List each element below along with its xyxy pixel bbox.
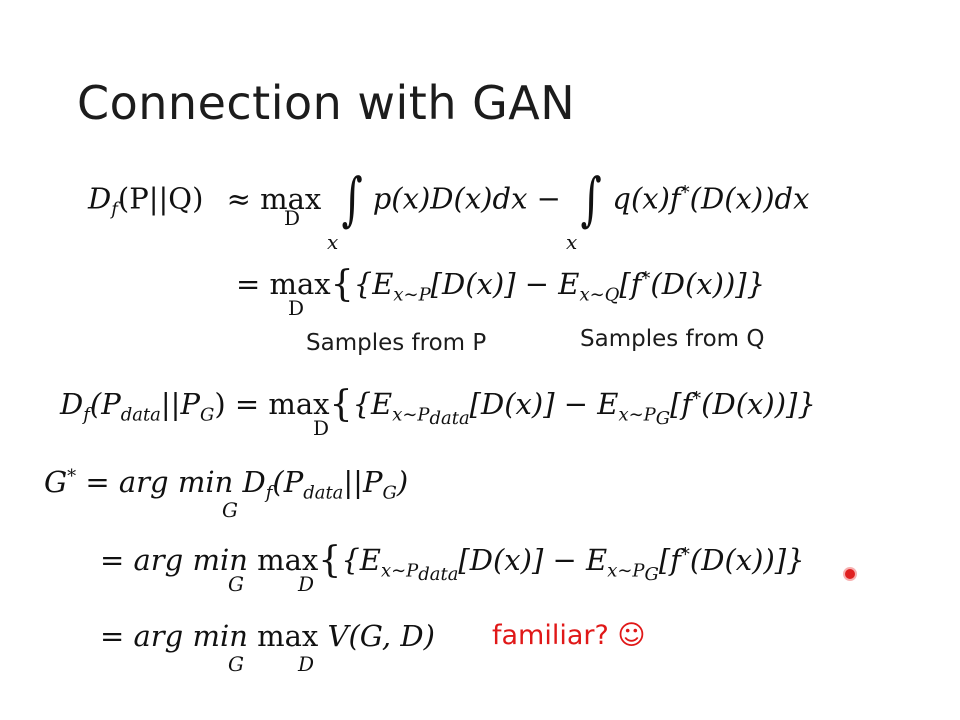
familiar-note: familiar? ☺ [492,620,646,651]
integral-sign-1: ∫ [341,165,363,233]
pointer-cursor [843,567,857,581]
label-samples-from-p: Samples from P [306,330,487,356]
min-under-g-6: G [228,652,244,676]
max-under-d-5: D [298,572,315,596]
max-under-d-2: D [288,296,305,320]
label-samples-from-q: Samples from Q [580,326,765,352]
integral-under-x-1: x [327,230,339,254]
max-under-d-1: D [284,206,301,230]
equation-f-divergence-integral: Df(P||Q) ≈ max ∫p(x)D(x)dx − ∫q(x)f*(D(x… [88,165,810,233]
equation-arg-min-max: = arg min max{{Ex∼Pdata[D(x)] − Ex∼PG[f*… [100,538,805,586]
integral-under-x-2: x [566,230,578,254]
min-under-g-4: G [222,498,238,522]
max-under-d-6: D [298,652,315,676]
equation-v-g-d: = arg min max V(G, D) [100,619,435,653]
equation-g-star: G* = arg min Df(Pdata||PG) [44,465,409,504]
equation-data-generator-divergence: Df(Pdata||PG) = max{{Ex∼Pdata[D(x)] − Ex… [60,382,816,430]
min-under-g-5: G [228,572,244,596]
max-under-d-3: D [313,416,330,440]
equation-expectation-form: = max{{Ex∼P[D(x)] − Ex∼Q[f*(D(x))]} [236,262,766,306]
slide-title: Connection with GAN [77,76,576,130]
integral-sign-2: ∫ [580,165,602,233]
